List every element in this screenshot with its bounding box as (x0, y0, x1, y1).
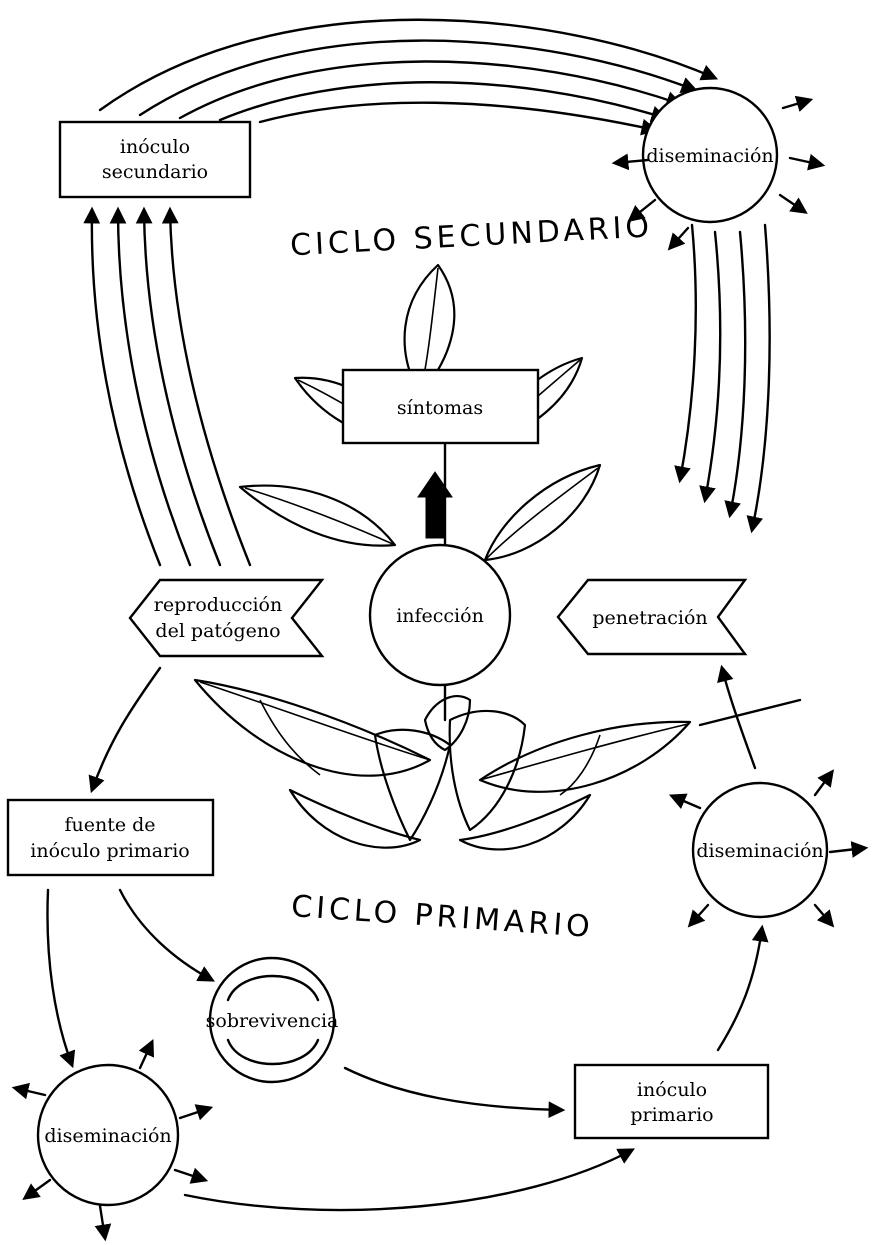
sobrevivencia-label: sobrevivencia (206, 1010, 339, 1032)
diseminacion-right-label: diseminación (696, 840, 823, 862)
primary-cycle-arrows (46, 664, 802, 1212)
node-diseminacion-top: diseminación (611, 86, 826, 251)
inoculo-secundario-line-2: secundario (102, 161, 208, 183)
inoculo-primario-line-1: inóculo (637, 1079, 707, 1101)
diseminacion-bottom-label: diseminación (44, 1125, 171, 1147)
diseminacion-top-rays (611, 95, 826, 251)
node-reproduccion: reproducción del patógeno (128, 578, 325, 658)
penetracion-label: penetración (592, 607, 707, 629)
diseminacion-right-rays (668, 769, 869, 928)
node-penetracion: penetración (556, 578, 748, 656)
secondary-cycle-left-arrows (83, 206, 252, 567)
sintomas-label: síntomas (397, 397, 483, 419)
node-sintomas: síntomas (341, 368, 540, 445)
node-inoculo-secundario: inóculo secundario (58, 120, 252, 199)
infeccion-label: infección (396, 605, 484, 627)
node-inoculo-primario: inóculo primario (573, 1063, 770, 1140)
inoculo-secundario-line-1: inóculo (120, 136, 190, 158)
reproduccion-line-2: del patógeno (155, 620, 280, 642)
reproduccion-line-1: reproducción (154, 594, 282, 616)
fuente-line-2: inóculo primario (30, 840, 189, 862)
inoculo-primario-line-2: primario (630, 1104, 713, 1126)
secondary-cycle-top-arcs (98, 18, 719, 136)
secondary-cycle-title: CICLO SECUNDARIO (289, 209, 654, 263)
secondary-cycle-right-arrows (674, 223, 771, 534)
diseminacion-bottom-rays (11, 1038, 214, 1242)
node-diseminacion-right: diseminación (668, 769, 869, 928)
fuente-line-1: fuente de (64, 814, 155, 836)
node-fuente-inoculo-primario: fuente de inóculo primario (6, 798, 215, 877)
node-diseminacion-bottom: diseminación (11, 1038, 214, 1242)
diseminacion-top-label: diseminación (646, 145, 773, 167)
infection-to-symptoms-arrow (417, 471, 453, 539)
plant-illustration (193, 263, 692, 851)
node-sobrevivencia: sobrevivencia (206, 956, 339, 1084)
node-infeccion: infección (368, 543, 512, 687)
primary-cycle-title: CICLO PRIMARIO (290, 889, 595, 945)
